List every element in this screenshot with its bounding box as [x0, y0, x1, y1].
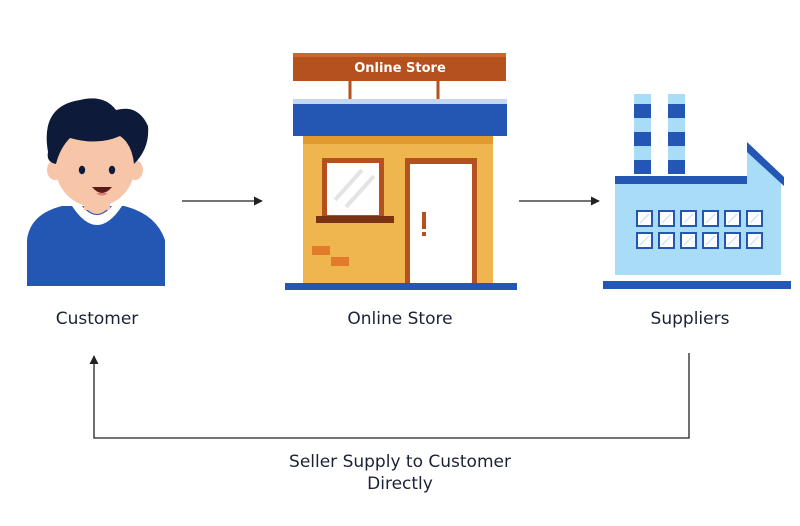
factory-window-glint: [683, 213, 694, 224]
store-sign-text: Online Store: [354, 61, 446, 76]
factory-window-glint: [639, 235, 650, 246]
factory-window-glint: [705, 235, 716, 246]
arrow-suppliers-to-customer: [89, 353, 690, 439]
store-label: Online Store: [347, 309, 453, 329]
factory-window-glint: [661, 213, 672, 224]
factory-window-glint: [749, 213, 760, 224]
factory-window-glint: [749, 235, 760, 246]
store-icon: [285, 53, 517, 290]
factory-window-glint: [639, 213, 650, 224]
factory-window-glint: [661, 235, 672, 246]
customer-label: Customer: [55, 309, 139, 329]
factory-window-glint: [705, 213, 716, 224]
flow-caption: Seller Supply to Customer Directly: [200, 451, 600, 495]
suppliers-label: Suppliers: [650, 309, 730, 329]
factory-window-glint: [727, 213, 738, 224]
factory-icon: [603, 94, 791, 289]
flow-caption-line-1: Seller Supply to Customer: [289, 452, 511, 472]
factory-windows: [636, 210, 763, 249]
flow-caption-line-2: Directly: [367, 474, 433, 494]
customer-icon: [27, 98, 165, 286]
factory-window-glint: [727, 235, 738, 246]
factory-window-glint: [683, 235, 694, 246]
